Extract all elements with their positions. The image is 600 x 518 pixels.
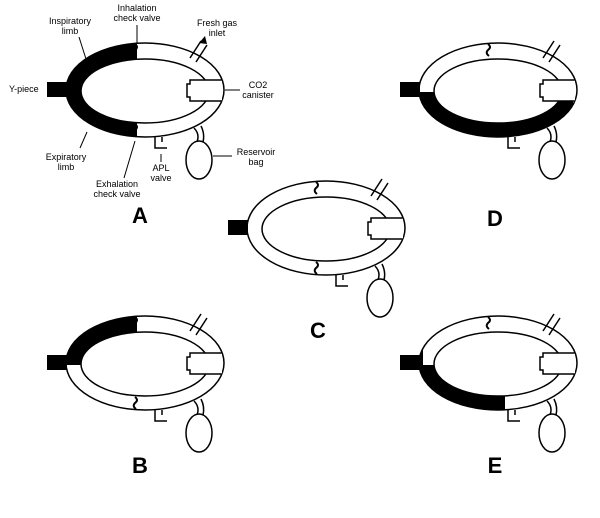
co2-canister	[186, 79, 222, 102]
y-piece-label: Y-piece	[9, 84, 39, 94]
panel-letter-d: D	[487, 206, 503, 231]
co2-canister	[539, 352, 575, 375]
reservoir-bag-neck	[193, 125, 205, 143]
fresh-gas-inlet-line	[376, 182, 389, 201]
expiratory-limb-label-line: limb	[58, 162, 75, 172]
reservoir-bag-neck	[374, 263, 386, 281]
fresh-gas-inlet-line	[195, 317, 208, 336]
fresh-gas-inlet-label-line: inlet	[209, 28, 226, 38]
reservoir-bag-label-line: bag	[248, 157, 263, 167]
panel-letter-e: E	[488, 453, 503, 478]
reservoir-bag	[185, 140, 213, 180]
apl-valve	[335, 275, 348, 287]
reservoir-bag	[538, 413, 566, 453]
reservoir-bag	[185, 413, 213, 453]
reservoir-bag-neck	[193, 398, 205, 416]
circuit-diagram-b: B	[47, 313, 225, 478]
inhalation-check-valve	[485, 316, 491, 330]
reservoir-bag-label-line: Reservoir	[237, 147, 276, 157]
fresh-gas-inlet-line	[370, 178, 383, 197]
y-piece-label-line: Y-piece	[9, 84, 39, 94]
inspiratory-limb-label-line: Inspiratory	[49, 16, 92, 26]
fresh-gas-arrow-icon	[199, 36, 207, 44]
fresh-gas-inlet-line	[189, 40, 202, 59]
exhalation-check-valve	[313, 261, 319, 275]
panel-letter-a: A	[132, 203, 148, 228]
exhalation-check-valve-label-leader-line	[123, 140, 136, 179]
exhalation-check-valve	[485, 396, 491, 410]
apl-valve	[154, 137, 167, 149]
reservoir-bag-neck	[546, 398, 558, 416]
exhalation-check-valve-label-line: Exhalation	[96, 179, 138, 189]
apl-valve-label-line: APL	[152, 163, 169, 173]
fresh-gas-inlet-line	[189, 313, 202, 332]
y-piece	[400, 355, 420, 370]
inspiratory-limb-label-line: limb	[62, 26, 79, 36]
co2-canister-label-line: CO2	[249, 80, 268, 90]
gas-flow-fill	[66, 43, 137, 137]
y-piece	[47, 82, 67, 97]
fresh-gas-inlet-line	[542, 40, 555, 59]
y-piece	[47, 355, 67, 370]
exhalation-check-valve	[485, 123, 491, 137]
inhalation-check-valve	[132, 43, 138, 57]
inhalation-check-valve	[132, 316, 138, 330]
reservoir-bag	[366, 278, 394, 318]
expiratory-limb-label-leader-line	[79, 131, 88, 149]
fresh-gas-inlet-line	[548, 317, 561, 336]
apl-valve	[507, 410, 520, 422]
circuit-diagram-c: C	[228, 178, 406, 343]
inspiratory-limb-label-leader-line	[78, 36, 87, 60]
reservoir-bag-neck	[546, 125, 558, 143]
gas-flow-fill	[419, 92, 573, 137]
fresh-gas-inlet-line	[548, 44, 561, 63]
co2-canister-label-line: canister	[242, 90, 274, 100]
exhalation-check-valve-label-line: check valve	[93, 189, 140, 199]
co2-canister	[367, 217, 403, 240]
reservoir-bag	[538, 140, 566, 180]
exhalation-check-valve	[132, 396, 138, 410]
apl-valve-label-line: valve	[150, 173, 171, 183]
inhalation-check-valve-label-line: check valve	[113, 13, 160, 23]
y-piece	[228, 220, 248, 235]
circuit-diagram-d: D	[400, 40, 578, 231]
inhalation-check-valve	[313, 181, 319, 195]
co2-canister	[186, 352, 222, 375]
fresh-gas-inlet-line	[195, 44, 208, 63]
exhalation-check-valve	[132, 123, 138, 137]
y-piece	[400, 82, 420, 97]
inhalation-check-valve-label-line: Inhalation	[117, 3, 156, 13]
fresh-gas-inlet-label-line: Fresh gas	[197, 18, 238, 28]
apl-valve	[507, 137, 520, 149]
apl-valve	[154, 410, 167, 422]
fresh-gas-inlet-line	[542, 313, 555, 332]
inhalation-check-valve	[485, 43, 491, 57]
gas-flow-fill	[66, 316, 137, 365]
co2-canister	[539, 79, 575, 102]
circuit-diagram-e: E	[400, 313, 578, 478]
panel-letter-c: C	[310, 318, 326, 343]
panel-letter-b: B	[132, 453, 148, 478]
expiratory-limb-label-line: Expiratory	[46, 152, 87, 162]
